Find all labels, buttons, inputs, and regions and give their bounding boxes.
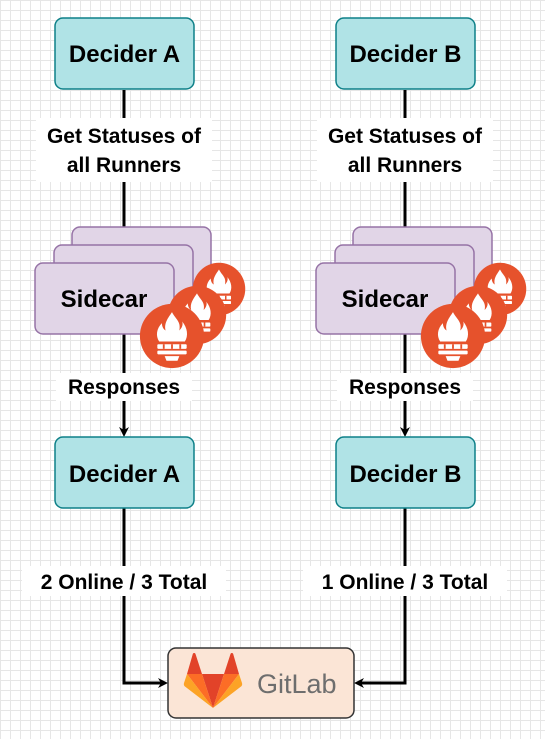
edge-labels: Get Statuses of all Runners Get Statuses… <box>22 118 507 596</box>
sidecar-b-label: Sidecar <box>342 286 429 313</box>
decider-a-top-node[interactable]: Decider A <box>54 17 195 90</box>
prometheus-icon <box>139 303 205 369</box>
decider-a-top-label: Decider A <box>69 41 180 68</box>
gitlab-node[interactable]: GitLab <box>167 647 355 719</box>
decider-b-bottom-node[interactable]: Decider B <box>335 436 476 509</box>
decider-b-top-label: Decider B <box>349 41 461 68</box>
edge-label-get-statuses-a-line2: all Runners <box>67 154 181 177</box>
gitlab-logo-icon <box>183 653 243 708</box>
sidecar-b-stack[interactable]: Sidecar <box>315 226 527 369</box>
gitlab-label: GitLab <box>257 669 337 699</box>
edge-label-responses-b: Responses <box>349 376 461 399</box>
edge-label-online-a: 2 Online / 3 Total <box>41 571 207 594</box>
decider-a-bottom-node[interactable]: Decider A <box>54 436 195 509</box>
decider-a-bottom-label: Decider A <box>69 461 180 488</box>
sidecar-a-label: Sidecar <box>61 286 148 313</box>
edge-label-responses-a: Responses <box>68 376 180 399</box>
edge-label-get-statuses-b-line2: all Runners <box>348 154 462 177</box>
edge-label-get-statuses-b-line1: Get Statuses of <box>328 125 483 148</box>
sidecar-a-stack[interactable]: Sidecar <box>34 226 246 369</box>
decider-b-top-node[interactable]: Decider B <box>335 17 476 90</box>
edge-label-online-b: 1 Online / 3 Total <box>322 571 488 594</box>
prometheus-icon <box>420 303 486 369</box>
decider-b-bottom-label: Decider B <box>349 461 461 488</box>
edge-label-get-statuses-a-line1: Get Statuses of <box>47 125 202 148</box>
